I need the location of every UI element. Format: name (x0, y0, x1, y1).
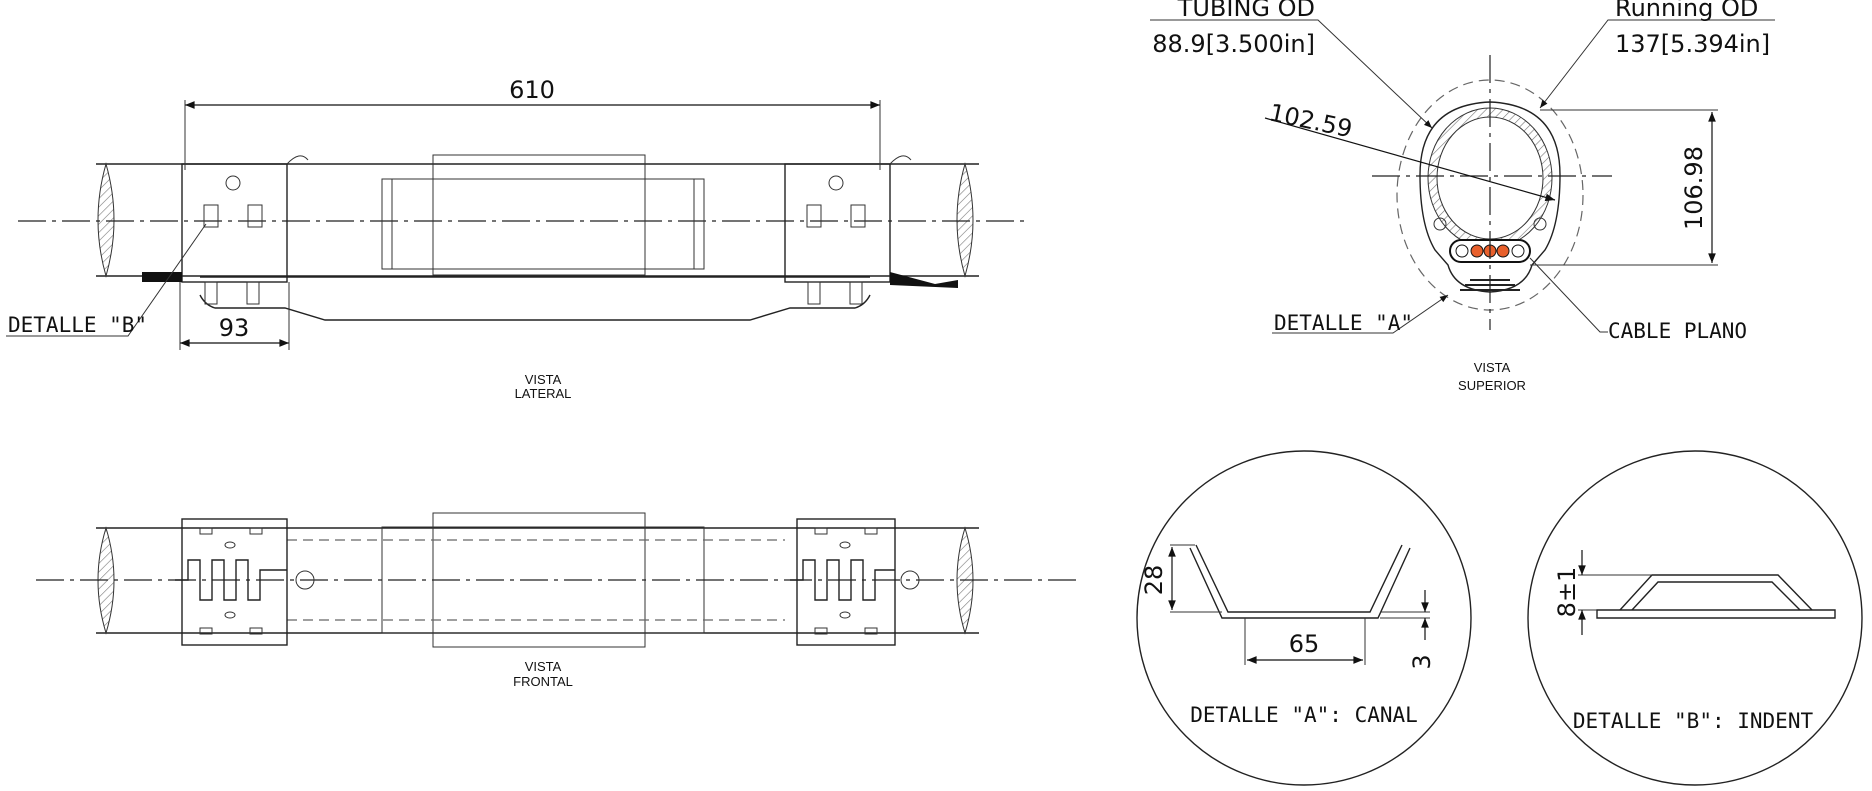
detail-a-callout: DETALLE "A" (1274, 311, 1413, 335)
dim-65: 65 (1289, 630, 1320, 658)
cable-plano-label: CABLE PLANO (1608, 319, 1747, 343)
conductor (1496, 244, 1510, 258)
superior-title-2: SUPERIOR (1458, 378, 1526, 393)
top-view: TUBING OD 88.9[3.500in] Running OD 137[5… (1150, 0, 1775, 393)
leader-detail-b (6, 223, 207, 337)
dim-28: 28 (1140, 565, 1168, 596)
clamp-right (784, 155, 912, 305)
frontal-title-2: FRONTAL (513, 674, 573, 689)
pipe-section-left (97, 162, 115, 278)
coupling-sleeve (381, 178, 705, 270)
dim-line-102 (1264, 117, 1556, 202)
indent-profile (1619, 574, 1813, 611)
running-od-value: 137[5.394in] (1615, 30, 1770, 58)
channel-profile (1189, 544, 1411, 619)
detail-b-circle (1527, 450, 1863, 786)
indent-base (1596, 609, 1836, 619)
leader-tubing (1150, 19, 1433, 129)
leader-cable (1529, 257, 1608, 333)
tubing-pipe (96, 163, 979, 277)
coupling-body (432, 154, 646, 276)
indent-right (890, 272, 958, 288)
leader-running (1539, 19, 1775, 109)
dim-8-1: 8±1 (1553, 567, 1581, 618)
lateral-title-2: LATERAL (515, 386, 572, 401)
running-od-label: Running OD (1615, 0, 1758, 22)
lateral-title-1: VISTA (525, 372, 562, 387)
detail-b-title: DETALLE "B": INDENT (1573, 709, 1814, 733)
dim-106-98: 106.98 (1680, 146, 1708, 230)
clamp-right-front (790, 518, 920, 646)
conductor (1470, 244, 1484, 258)
superior-title-1: VISTA (1474, 360, 1511, 375)
lateral-view: 610 93 DETALLE "B" VISTA LATERAL (6, 76, 1030, 401)
detail-b-callout: DETALLE "B" (8, 313, 147, 337)
tubing-od-label: TUBING OD (1177, 0, 1315, 22)
detail-a-circle (1136, 450, 1472, 786)
clamp-left-front (175, 518, 315, 646)
clamp-outline (1419, 101, 1561, 293)
leader-detail-a (1272, 294, 1449, 334)
dim-610: 610 (509, 76, 555, 104)
indent-left (142, 272, 182, 282)
cable-hidden-lines (287, 539, 785, 621)
cable-channel (199, 276, 871, 321)
dim-3: 3 (1408, 654, 1436, 669)
dim-102-59: 102.59 (1267, 98, 1355, 143)
pipe-section-right (956, 162, 974, 278)
detail-b: 8±1 DETALLE "B": INDENT (1527, 450, 1863, 786)
frontal-view: VISTA FRONTAL (36, 512, 1080, 689)
tubing-od-value: 88.9[3.500in] (1152, 30, 1315, 58)
frontal-title-1: VISTA (525, 659, 562, 674)
detail-a-title: DETALLE "A": CANAL (1190, 703, 1418, 727)
clamp-left (181, 155, 309, 305)
dim-93: 93 (219, 314, 250, 342)
detail-a: 28 65 3 DETALLE "A": CANAL (1136, 450, 1472, 786)
